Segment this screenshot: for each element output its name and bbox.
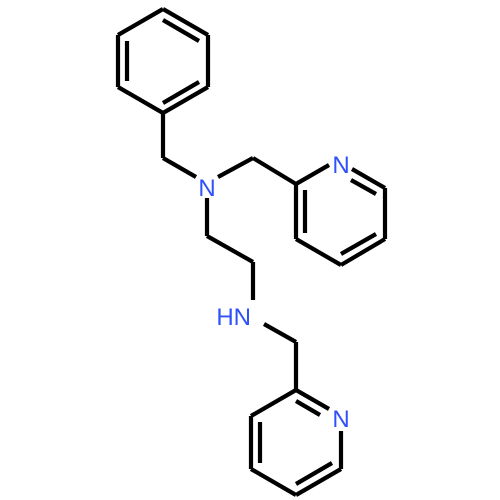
bond xyxy=(116,7,165,37)
benzyl-linker xyxy=(160,113,198,179)
aromatic-inner-bond xyxy=(294,461,334,486)
upper-pyridylmethyl xyxy=(251,156,388,267)
lower-pyridine-ring xyxy=(248,388,344,497)
ethylene-bridge xyxy=(205,234,256,300)
upper-pyridine-nitrogen-label: N xyxy=(332,152,349,179)
bond xyxy=(205,234,255,264)
bond xyxy=(161,156,198,179)
bond xyxy=(216,156,255,179)
secondary-amine-label: HN xyxy=(216,304,251,331)
aromatic-inner-bond xyxy=(294,399,322,417)
aromatic-inner-bond xyxy=(339,232,378,256)
bond xyxy=(294,467,343,497)
bond xyxy=(251,156,298,186)
tertiary-nitrogen-label: N xyxy=(198,175,215,202)
bond xyxy=(294,163,331,186)
tertiary-amine-bonds xyxy=(204,156,255,236)
benzene-ring xyxy=(115,7,211,115)
aromatic-inner-bond xyxy=(161,18,201,43)
bond xyxy=(161,85,210,115)
secondary-amine-bonds xyxy=(262,322,299,390)
bond xyxy=(350,167,387,190)
bond xyxy=(249,467,298,497)
lower-pyridine-nitrogen-label: N xyxy=(332,406,349,433)
aromatic-inner-bond xyxy=(349,178,378,196)
bond xyxy=(116,85,165,115)
bond xyxy=(294,237,343,267)
bond xyxy=(294,388,331,411)
bond xyxy=(161,7,210,37)
bond xyxy=(262,322,298,344)
bond xyxy=(339,237,387,267)
aromatic-inner-bond xyxy=(161,80,201,105)
bond xyxy=(249,388,298,418)
